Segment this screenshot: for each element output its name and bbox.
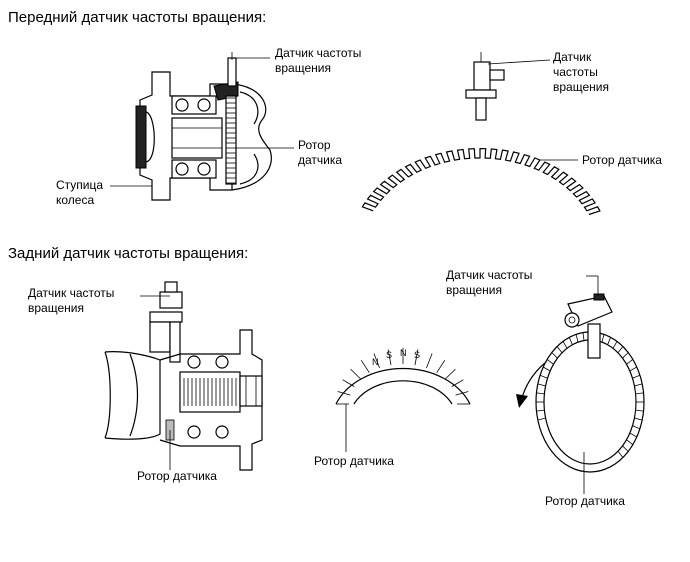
ring-tooth [536,392,545,395]
magnet-segment [387,349,392,366]
rear-sensor-label: Датчик частоты вращения [28,286,115,315]
pole-label: S [414,350,420,360]
front-hub-cross-section [135,52,272,201]
front-sensor-heading: Передний датчик частоты вращения: [8,9,267,26]
ring-tooth [635,409,644,412]
ring-tooth [551,352,558,359]
ring-tooth [537,383,546,387]
ring-tooth [575,334,579,343]
rotor-teeth [361,147,601,216]
front-detail-sensor-label: Датчик частоты вращения [553,50,609,94]
magnet-rotor-label: Ротор датчика [314,454,394,468]
front-rotor-arc [361,147,601,216]
magnet-segment [436,359,446,373]
ring-tooth [626,439,634,445]
front-sensor-label: Датчик частоты вращения [275,46,362,75]
ring-tooth [617,450,624,458]
rear-hub-cross-section [104,281,263,471]
magnet-segment [426,353,433,369]
ring-tooth [632,374,641,379]
pole-label: N [400,348,407,358]
ring-tooth [629,366,637,372]
ring-tooth [622,352,629,359]
magnet-segment [337,391,351,396]
ring-tooth [562,341,568,349]
magnet-segment [414,349,419,366]
ring-tooth [539,374,548,379]
ring-tooth [607,337,612,345]
ring-sensor-body [564,293,613,359]
ring-rotor-label: Ротор датчика [545,494,625,508]
wheel-hub-label: Ступица колеса [56,178,104,207]
magnet-segment [342,379,355,387]
ring-tooth [543,366,551,372]
ring-tooth [626,359,634,365]
magnet-segment [350,368,362,380]
ring-tooth [568,337,573,345]
magnetic-rotor-arc: N S N S [335,348,471,405]
ring-tooth [632,425,641,430]
magnet-segment [444,368,456,380]
magnet-segment [455,391,469,396]
front-detail-sensor-leader [487,59,551,65]
magnet-segment [373,353,380,369]
ring-tooth [536,409,545,412]
ring-tooth [617,346,624,354]
pole-label: S [386,350,392,360]
rotation-arrow-icon [516,361,547,408]
ring-tooth [537,417,546,421]
ring-tooth [622,445,629,452]
ring-tooth [629,432,637,438]
front-detail-rotor-label: Ротор датчика [582,153,662,167]
ring-tooth [635,392,644,395]
pole-label: N [372,357,379,367]
rear-rotor-label: Ротор датчика [137,469,217,483]
magnet-segment [451,379,464,387]
ring-tooth [634,383,643,387]
ring-tooth [601,334,605,343]
magnet-segment [360,359,370,373]
front-rotor-label: Ротор датчика [298,138,343,167]
ring-sensor-label: Датчик частоты вращения [446,268,533,297]
ring-tooth [634,417,643,421]
front-sensor-body [465,52,505,121]
rear-sensor-heading: Задний датчик частоты вращения: [8,245,249,262]
ring-tooth [582,332,585,341]
ring-tooth [612,341,618,349]
ring-tooth [556,346,563,354]
ring-tooth [546,359,554,365]
